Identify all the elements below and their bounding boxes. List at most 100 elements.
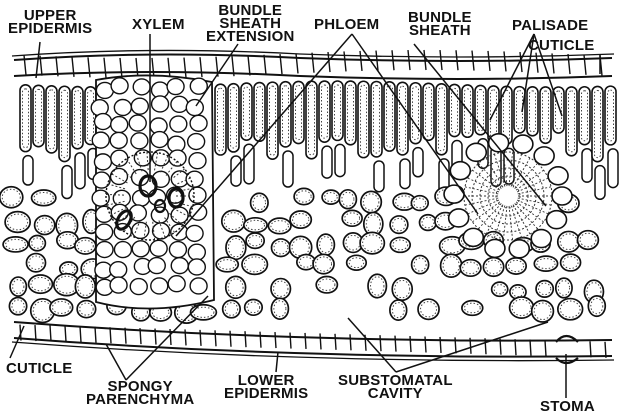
bundle-cell xyxy=(169,242,186,258)
palisade-cell xyxy=(527,87,538,136)
bundle-cell xyxy=(152,96,169,112)
palisade-cell xyxy=(228,84,239,152)
lower-epidermis-cell-wall xyxy=(185,329,186,345)
bundle-sheath-cell xyxy=(463,228,483,246)
spongy-cell xyxy=(506,258,526,274)
lower-epidermis-cell-wall xyxy=(275,332,276,348)
palisade-cell xyxy=(75,153,85,189)
bundle-sheath-cell xyxy=(449,209,469,227)
spongy-cell xyxy=(242,254,267,274)
label-stoma: STOMA xyxy=(540,400,595,413)
lower-epidermis-cell-wall xyxy=(95,327,96,343)
spongy-cell xyxy=(418,299,439,319)
palisade-cell xyxy=(475,85,486,134)
palisade-cell xyxy=(46,86,57,153)
spongy-cell xyxy=(29,275,53,293)
lower-epidermis-cell-wall xyxy=(140,328,141,344)
bundle-cell xyxy=(189,153,206,169)
lower-epidermis-cell-wall xyxy=(455,337,456,353)
lower-epidermis-cell-wall xyxy=(320,333,321,349)
palisade-cell xyxy=(595,166,605,200)
spongy-cell xyxy=(190,305,216,320)
bundle-cell xyxy=(130,279,147,295)
spongy-cell xyxy=(441,254,462,277)
palisade-cell xyxy=(322,146,332,178)
bundle-cell xyxy=(133,79,150,95)
lower-epidermis-cell-wall xyxy=(410,336,411,352)
bundle-cell xyxy=(111,78,128,94)
bundle-cell xyxy=(186,100,203,116)
bundle-cell xyxy=(171,258,188,274)
label-palisade: PALISADE xyxy=(512,19,588,32)
palisade-cell xyxy=(579,87,590,145)
palisade-cell xyxy=(283,151,293,187)
bundle-cell xyxy=(96,224,113,240)
bundle-cell xyxy=(95,114,112,130)
palisade-cell xyxy=(592,86,603,161)
lower-epidermis-cell-wall xyxy=(470,338,471,354)
palisade-cell xyxy=(23,156,33,185)
lower-epidermis-cell-wall xyxy=(35,325,36,341)
palisade-cell xyxy=(462,85,473,137)
palisade-cell xyxy=(514,87,525,133)
palisade-cell xyxy=(215,84,226,155)
bundle-cell xyxy=(132,241,149,257)
bundle-cell xyxy=(150,240,167,256)
bundle-cell xyxy=(96,206,113,222)
bundle-cell xyxy=(94,154,111,170)
palisade-cell xyxy=(566,87,577,156)
bundle-cell xyxy=(110,262,127,278)
bundle-cell xyxy=(188,259,205,275)
palisade-cell xyxy=(374,161,384,192)
palisade-cell xyxy=(413,148,423,177)
palisade-cell xyxy=(306,81,317,159)
lower-epidermis-cell-wall xyxy=(530,340,531,356)
spongy-cell xyxy=(558,299,583,320)
label-bundle-sheath-extension: BUNDLE SHEATH EXTENSION xyxy=(206,4,294,43)
palisade-cell xyxy=(449,84,460,136)
palisade-cell xyxy=(371,82,382,157)
bundle-cell xyxy=(110,277,127,293)
lower-epidermis-cell-wall xyxy=(245,331,246,347)
palisade-cell xyxy=(358,81,369,157)
palisade-cell xyxy=(400,159,410,189)
lower-epidermis-cell-wall xyxy=(335,334,336,350)
bundle-cell xyxy=(132,222,149,238)
palisade-cell xyxy=(254,83,265,142)
lower-epidermis-cell-wall xyxy=(590,341,591,357)
lower-epidermis-cell-wall xyxy=(500,339,501,355)
palisade-cell xyxy=(241,83,252,140)
bundle-cell xyxy=(186,225,203,241)
bundle-cell xyxy=(114,242,131,258)
bundle-cell xyxy=(171,207,188,223)
spongy-cell xyxy=(360,232,384,253)
lower-epidermis-cell-wall xyxy=(230,331,231,347)
lower-epidermis-cell-wall xyxy=(515,339,516,355)
bundle-sheath-cell xyxy=(444,185,464,203)
label-phloem: PHLOEM xyxy=(314,18,379,31)
palisade-cell xyxy=(423,83,434,140)
palisade-cell xyxy=(608,149,618,188)
palisade-cell xyxy=(540,87,551,143)
bundle-cell xyxy=(171,96,188,112)
lower-epidermis-cell-wall xyxy=(305,333,306,349)
bundle-cell xyxy=(131,98,148,114)
bundle-cell xyxy=(170,116,187,132)
bundle-cell xyxy=(190,115,207,131)
lower-epidermis-cell-wall xyxy=(485,338,486,354)
lower-epidermis-cell-wall xyxy=(380,335,381,351)
lower-epidermis-cell-wall xyxy=(50,325,51,341)
bundle-cell xyxy=(131,133,148,149)
spongy-cell xyxy=(510,297,534,318)
bundle-sheath-cell xyxy=(466,143,486,161)
palisade-cell xyxy=(244,144,254,184)
label-bundle-sheath: BUNDLE SHEATH xyxy=(408,11,472,37)
label-cuticle-bottom: CUTICLE xyxy=(6,362,72,375)
bundle-cell xyxy=(167,79,184,95)
lower-epidermis-cell-wall xyxy=(350,334,351,350)
label-upper-epidermis: UPPER EPIDERMIS xyxy=(8,9,92,35)
palisade-cell xyxy=(59,86,70,161)
spongy-cell xyxy=(0,187,23,208)
bundle-cell xyxy=(129,115,146,131)
lower-epidermis-cell-wall xyxy=(80,326,81,342)
